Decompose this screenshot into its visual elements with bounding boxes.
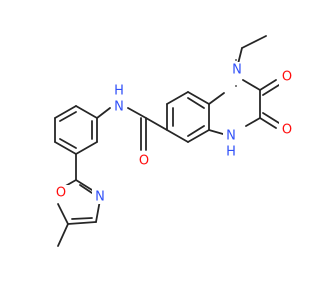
bond — [262, 84, 280, 96]
bond — [208, 92, 225, 105]
atom-h4: H — [226, 145, 236, 160]
bond — [54, 105, 77, 119]
atom-o-mid: O — [282, 123, 292, 138]
bond — [59, 111, 77, 122]
bond — [166, 129, 189, 143]
bond — [75, 141, 98, 155]
bond — [75, 105, 98, 119]
bond — [187, 91, 210, 105]
bond — [57, 223, 69, 247]
atom-n1: N — [232, 63, 242, 78]
bond — [145, 117, 168, 131]
bond — [166, 91, 189, 105]
bond — [75, 179, 93, 191]
bond — [262, 112, 280, 124]
bond — [57, 203, 69, 225]
atom-n4: N — [226, 129, 236, 144]
bond — [59, 138, 77, 149]
bond — [245, 117, 261, 127]
bond — [259, 117, 277, 129]
atom-o-top: O — [282, 70, 292, 85]
bond — [187, 97, 205, 109]
bond — [242, 79, 261, 91]
atom-n-amide: N — [114, 100, 124, 115]
bond — [54, 141, 77, 155]
bond — [241, 35, 267, 49]
bond — [96, 107, 111, 119]
bond — [259, 79, 277, 91]
dione-ring — [208, 35, 280, 137]
bond — [79, 184, 93, 194]
atom-n-oxazole: N — [95, 190, 105, 205]
structure-diagram: N N H O O O N H N O — [53, 35, 295, 247]
amide-linker — [96, 107, 168, 151]
bond — [67, 221, 97, 225]
bond — [71, 217, 93, 220]
atom-h-amide: H — [114, 84, 124, 99]
atom-labels: N N H O O O N H N O — [53, 62, 295, 205]
bond — [237, 47, 243, 65]
atom-o-oxazole: O — [56, 186, 66, 201]
phenyl-ring — [54, 105, 98, 155]
bond — [187, 125, 205, 137]
molecule-canvas: N N H O O O N H N O — [53, 35, 295, 247]
bond — [127, 107, 147, 119]
bond — [187, 129, 210, 143]
atom-o-amide: O — [139, 154, 149, 169]
benzo-ring — [166, 91, 210, 143]
